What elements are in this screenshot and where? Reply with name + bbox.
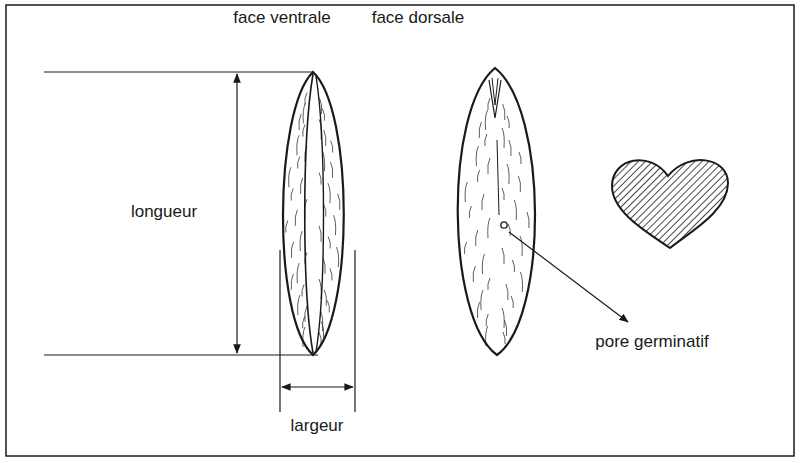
part-label: pore germinatif [595, 332, 708, 352]
leader-line [509, 232, 628, 322]
view-label: face dorsale [372, 8, 465, 28]
germ-pore [501, 222, 507, 228]
dimension-label: longueur [131, 202, 197, 222]
dimension-lines [44, 72, 355, 412]
grain-ventral [283, 72, 344, 355]
frame [6, 5, 794, 456]
grain-dorsal [458, 68, 535, 355]
dimension-label: largeur [291, 416, 344, 436]
cross-section [612, 160, 728, 248]
view-label: face ventrale [233, 8, 330, 28]
